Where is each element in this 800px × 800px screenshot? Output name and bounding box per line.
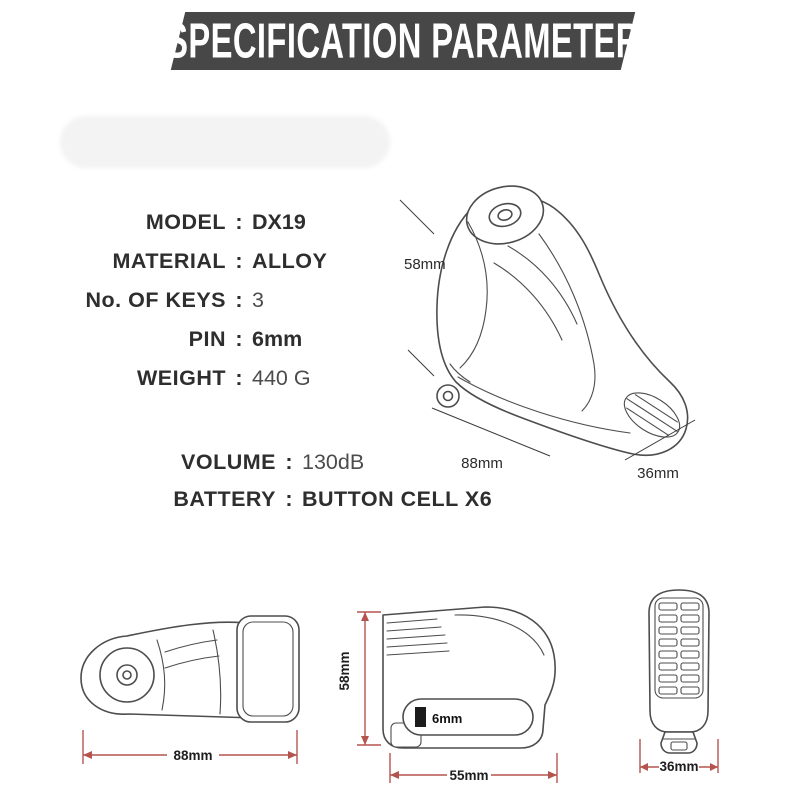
- spec-separator: :: [235, 210, 243, 234]
- grille-bar: [680, 650, 700, 659]
- rear-view-art: [648, 589, 710, 754]
- dimension-depth-label: 36mm: [637, 465, 679, 482]
- grille-bar: [680, 674, 700, 683]
- side-view-pivot-center: [122, 670, 132, 680]
- spec-material: MATERIAL : ALLOY: [58, 249, 327, 274]
- side-view-body-inner: [242, 621, 294, 717]
- front-view-art: [382, 606, 556, 749]
- rear-grille-frame: [654, 597, 704, 699]
- spec-separator: :: [285, 450, 293, 474]
- grille-bar: [658, 626, 678, 635]
- spec-separator: :: [235, 327, 243, 351]
- speaker-grille: [623, 392, 681, 438]
- dimension-leader-lines: [399, 199, 696, 461]
- grille-bar: [658, 662, 678, 671]
- front-view-dimensions: [357, 611, 558, 783]
- side-view-width-label: 88mm: [173, 748, 212, 763]
- lock-pin-hole: [436, 384, 460, 408]
- spec-list-secondary: VOLUME : 130dB BATTERY : BUTTON CELL X6: [148, 450, 492, 524]
- side-view-body-block: [236, 615, 300, 723]
- rear-view-width-label: 36mm: [659, 759, 698, 774]
- front-view-pin: [415, 707, 426, 727]
- body-panel-lines: [449, 221, 631, 434]
- front-view-height-label: 58mm: [337, 651, 352, 690]
- grille-bar: [680, 626, 700, 635]
- page-title: SPECIFICATION PARAMETER: [166, 12, 640, 69]
- spec-battery-value: BUTTON CELL X6: [302, 487, 493, 511]
- spec-separator: :: [235, 249, 243, 273]
- grille-bar: [680, 614, 700, 623]
- side-view-pivot-inner: [116, 664, 138, 686]
- spec-model: MODEL : DX19: [58, 210, 327, 235]
- spec-material-value: ALLOY: [252, 249, 328, 273]
- spec-pin-value: 6mm: [252, 327, 303, 351]
- spec-weight-value: 440 G: [252, 366, 311, 390]
- front-view-shoulder-line: [454, 614, 545, 656]
- grille-bar: [658, 650, 678, 659]
- spec-volume-label: VOLUME: [181, 450, 276, 474]
- disc-lock-body-art: [436, 185, 689, 456]
- spec-volume-value: 130dB: [302, 450, 365, 474]
- grille-bar: [680, 602, 700, 611]
- spec-keys-value: 3: [252, 288, 264, 312]
- spec-list-primary: MODEL : DX19 MATERIAL : ALLOY No. OF KEY…: [58, 210, 327, 405]
- lock-body-outline: [436, 194, 689, 456]
- view-rear: 36mm: [639, 589, 719, 774]
- rear-grille-bars: [658, 602, 700, 695]
- spec-keys: No. OF KEYS : 3: [58, 288, 327, 313]
- spec-model-value: DX19: [252, 210, 306, 234]
- dimension-height-label: 58mm: [404, 256, 446, 273]
- grille-bar: [680, 662, 700, 671]
- grille-bar: [658, 674, 678, 683]
- spec-separator: :: [235, 366, 243, 390]
- spec-pin-label: PIN: [188, 327, 226, 351]
- view-side-profile: 88mm: [80, 615, 300, 764]
- spec-weight: WEIGHT : 440 G: [58, 366, 327, 391]
- spec-separator: :: [235, 288, 243, 312]
- side-view-detail-lines: [156, 629, 222, 715]
- spec-pin: PIN : 6mm: [58, 327, 327, 352]
- lock-pin-hole-center: [442, 390, 454, 402]
- grille-bar: [680, 638, 700, 647]
- spec-volume: VOLUME : 130dB: [148, 450, 492, 475]
- spec-weight-label: WEIGHT: [137, 366, 226, 390]
- grille-bar: [658, 686, 678, 695]
- spec-model-label: MODEL: [145, 210, 226, 234]
- grille-bar: [658, 602, 678, 611]
- spec-separator: :: [285, 487, 293, 511]
- grille-bar: [658, 614, 678, 623]
- grille-bar: [680, 686, 700, 695]
- spec-material-label: MATERIAL: [112, 249, 226, 273]
- product-drawing-3d: 58mm 88mm 36mm: [399, 185, 696, 482]
- dimension-width-label: 88mm: [461, 455, 503, 472]
- front-view-width-label: 55mm: [449, 768, 488, 783]
- spec-battery-label: BATTERY: [173, 487, 276, 511]
- lock-cylinder-cap: [465, 185, 545, 245]
- pin-size-label: 6mm: [432, 711, 462, 726]
- rear-view-outline: [648, 589, 710, 733]
- view-front: 6mm 58mm 55mm: [337, 606, 558, 783]
- rear-view-dimension: [639, 739, 719, 773]
- front-view-disc-slot: [402, 698, 534, 736]
- grille-bar: [658, 638, 678, 647]
- background-smudge: [60, 116, 390, 168]
- side-view-art: [80, 615, 300, 723]
- keyhole-slot: [670, 741, 688, 751]
- spec-keys-label: No. OF KEYS: [85, 288, 226, 312]
- spec-battery: BATTERY : BUTTON CELL X6: [148, 487, 492, 512]
- side-view-dimension: [82, 730, 298, 764]
- front-view-vents: [386, 618, 450, 656]
